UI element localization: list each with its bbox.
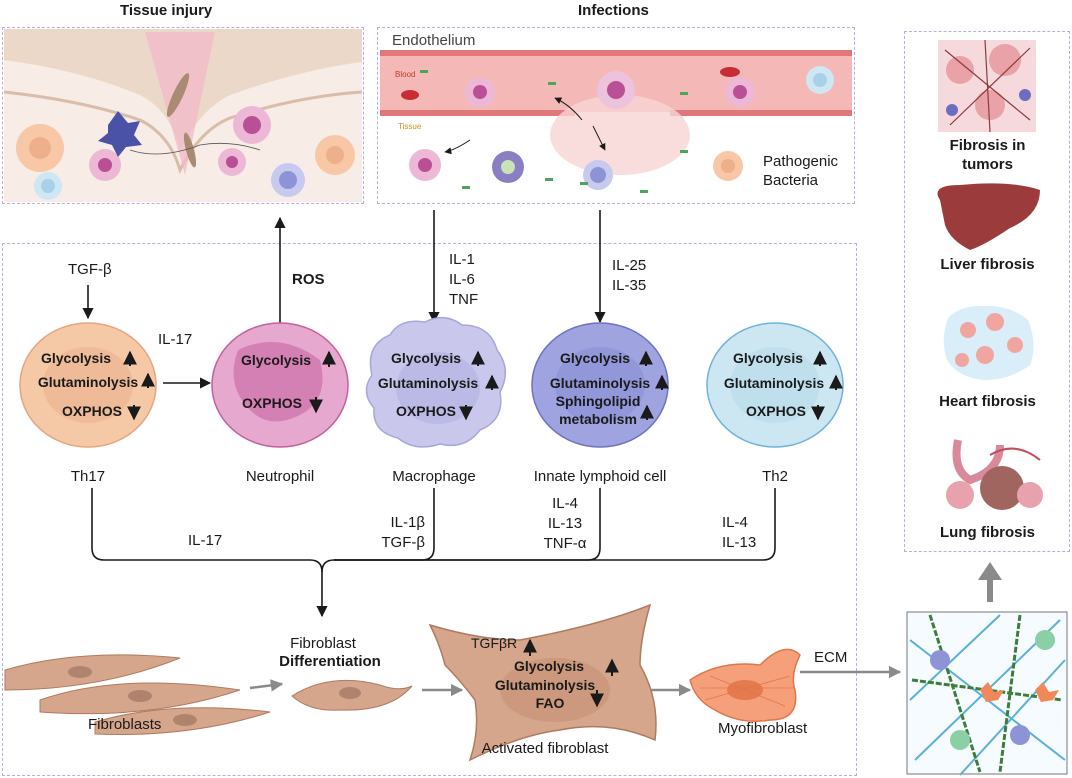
macrophage-name: Macrophage (392, 468, 476, 485)
tissue-injury-title: Tissue injury (120, 2, 213, 19)
heart-fibrosis-label: Heart fibrosis (939, 393, 1036, 410)
th2-name: Th2 (762, 468, 788, 485)
infections-title: Infections (578, 2, 649, 19)
activated-glycolysis: Glycolysis (513, 658, 585, 674)
differentiating-fibroblast (291, 680, 413, 711)
tgfb-label: TGF-β (68, 261, 112, 278)
fibroblast-diff-line2: Differentiation (279, 653, 381, 670)
ros-label: ROS (292, 271, 325, 288)
ecm-label: ECM (814, 649, 848, 666)
neutrophil-oxphos: OXPHOS (242, 395, 302, 411)
liver-fibrosis-label: Liver fibrosis (940, 256, 1035, 273)
activated-fibroblast-label: Activated fibroblast (481, 740, 609, 757)
endothelium-label: Endothelium (392, 32, 476, 49)
fibrosis-tumor-illustration (938, 39, 1036, 133)
tissue-injury-panel (2, 27, 364, 204)
lung-fibrosis-label: Lung fibrosis (940, 524, 1035, 541)
th2-cell (706, 322, 844, 448)
myofibroblast-label: Myofibroblast (718, 720, 808, 737)
il17-signal-label: IL-17 (158, 331, 193, 348)
ilc-glutaminolysis: Glutaminolysis (549, 375, 651, 391)
ilc-sphingolipid: Sphingolipid (555, 393, 641, 409)
fibroblasts-label: Fibroblasts (88, 716, 162, 733)
macrophage-output-cytokines: IL-1β TGF-β (381, 514, 425, 551)
blood-label: Blood (395, 70, 416, 79)
tissue-label: Tissue (398, 122, 422, 131)
fibrosis-tumors-label: Fibrosis in tumors (949, 137, 1026, 173)
th17-cell (19, 322, 157, 448)
activated-fao: FAO (535, 695, 565, 711)
pathogenic-bacteria-label: Pathogenic Bacteria (763, 153, 839, 189)
th2-output-cytokines: IL-4 IL-13 (722, 514, 757, 551)
fibroblasts-group (4, 654, 271, 736)
macrophage-glycolysis: Glycolysis (390, 350, 462, 366)
neutrophil-name: Neutrophil (245, 468, 315, 485)
th2-oxphos: OXPHOS (746, 403, 806, 419)
neutrophil-cell (211, 322, 349, 448)
fibroblast-diff-line1: Fibroblast (290, 635, 356, 652)
th17-output-line (91, 488, 328, 618)
ilc-name: Innate lymphoid cell (533, 468, 667, 485)
myofibroblast (689, 648, 801, 722)
macrophage-input-cytokines: IL-1 IL-6 TNF (449, 251, 479, 308)
activated-glutaminolysis: Glutaminolysis (494, 677, 596, 693)
th17-glycolysis: Glycolysis (40, 350, 112, 366)
liver-illustration (937, 183, 1040, 250)
progression-up-arrow (978, 562, 1002, 602)
activated-fibroblast (428, 603, 657, 762)
tgfbr-label: TGFβR (471, 635, 518, 651)
ilc-output-cytokines: IL-4 IL-13 TNF-α (543, 495, 587, 552)
ecm-illustration (906, 611, 1068, 776)
macrophage-oxphos: OXPHOS (396, 403, 456, 419)
th17-name: Th17 (70, 468, 106, 485)
th17-oxphos: OXPHOS (62, 403, 122, 419)
th2-glutaminolysis: Glutaminolysis (723, 375, 825, 391)
ilc-metabolism: metabolism (559, 411, 637, 427)
th2-glycolysis: Glycolysis (732, 350, 804, 366)
ilc-input-cytokines: IL-25 IL-35 (612, 257, 647, 294)
lung-illustration (946, 439, 1043, 510)
macrophage-glutaminolysis: Glutaminolysis (377, 375, 479, 391)
main-panel (2, 243, 857, 776)
tissue-injury-illustration (3, 29, 363, 202)
neutrophil-glycolysis: Glycolysis (240, 352, 312, 368)
th17-glutaminolysis: Glutaminolysis (37, 374, 139, 390)
infections-illustration (379, 29, 853, 202)
ilc-glycolysis: Glycolysis (559, 350, 631, 366)
heart-tissue-illustration (943, 305, 1034, 380)
infections-panel (377, 27, 855, 204)
fibrosis-types-panel (904, 31, 1070, 552)
th17-output-cytokines: IL-17 (188, 532, 223, 549)
